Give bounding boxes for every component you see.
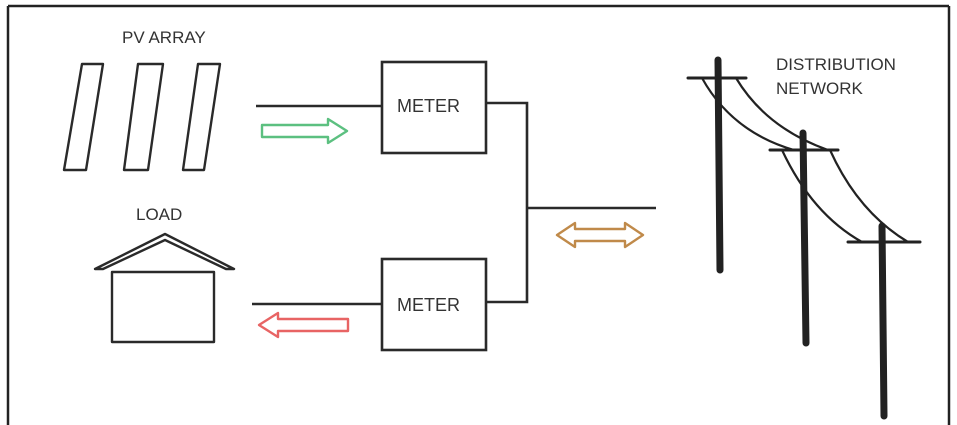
pv-panel-1 <box>62 62 105 172</box>
utility-poles-icon <box>686 56 922 420</box>
pole-1 <box>714 56 724 274</box>
consumption-arrow-left <box>257 311 350 339</box>
pv-panel-3 <box>181 62 222 172</box>
meter-top: METER <box>380 60 488 155</box>
meter-top-label: METER <box>397 96 460 116</box>
cable-3 <box>780 148 864 244</box>
house-body <box>110 270 216 344</box>
meter-top-to-bus-wire <box>486 101 529 304</box>
diagram-border <box>6 4 951 425</box>
meter-top-box <box>380 60 488 155</box>
cable-2 <box>734 76 830 152</box>
distribution-network-label-line1: DISTRIBUTION <box>776 55 896 74</box>
generation-arrow-right <box>260 117 349 145</box>
cable-1 <box>700 76 796 152</box>
pv-array-icon <box>62 62 222 172</box>
wiring <box>252 101 656 306</box>
pole-2 <box>799 129 810 347</box>
meter-bottom: METER <box>380 257 488 352</box>
pv-array-label: PV ARRAY <box>122 28 206 47</box>
cable-4 <box>828 148 910 244</box>
load-label: LOAD <box>136 205 182 224</box>
house-roof <box>93 232 236 271</box>
pole-3 <box>878 222 888 420</box>
pv-panel-2 <box>122 62 165 172</box>
house-icon <box>93 232 236 344</box>
meter-bottom-box <box>380 257 488 352</box>
grid-exchange-double-arrow <box>555 221 645 249</box>
meter-bottom-label: METER <box>397 295 460 315</box>
distribution-network-label-line2: NETWORK <box>776 79 864 98</box>
